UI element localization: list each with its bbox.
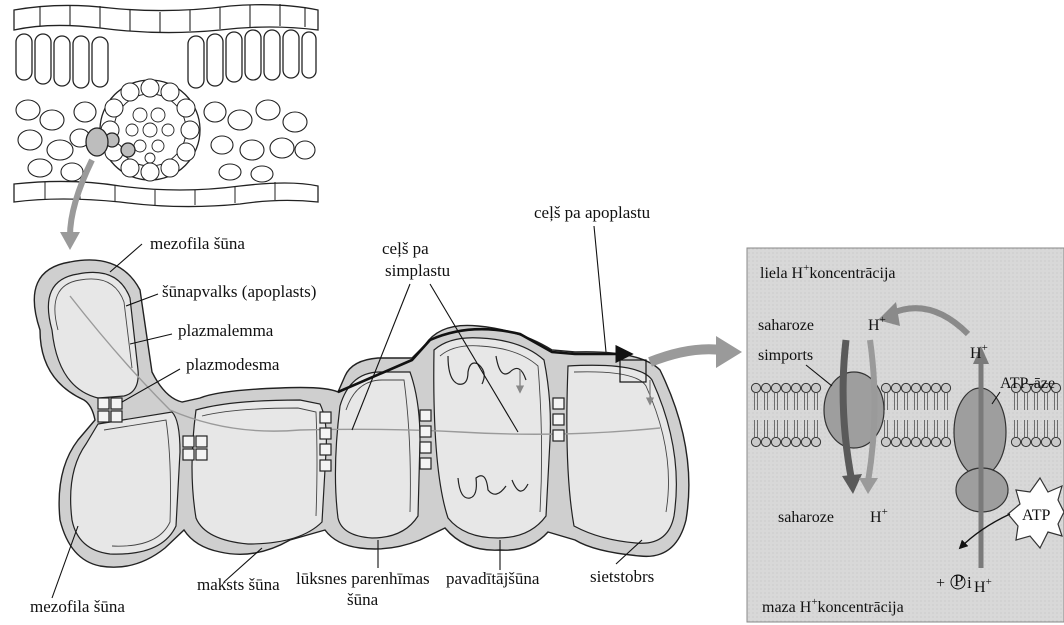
inset-high-conc: liela H+koncentrācija	[760, 262, 895, 282]
inset-low-conc: maza H+koncentrācija	[762, 596, 904, 616]
inset-phosphate-subscript: i	[967, 573, 972, 592]
leaf-cross-section	[12, 4, 320, 250]
label-phloem-parenchyma-1: lūksnes parenhīmas	[296, 569, 430, 588]
label-plasmalemma: plazmalemma	[178, 321, 274, 340]
cell-chain	[34, 260, 742, 567]
phloem-parenchyma-cell-body	[335, 372, 420, 538]
inset-phosphate: +	[936, 575, 945, 592]
label-mesophyll-cell-bottom: mezofila šūna	[30, 597, 125, 616]
label-companion-cell: pavadītājšūna	[446, 569, 540, 588]
label-mesophyll-cell-top: mezofila šūna	[150, 234, 245, 253]
label-bundle-sheath-cell: maksts šūna	[197, 575, 280, 594]
inset-phosphate-symbol: P	[954, 571, 963, 590]
label-symplast-route-1: ceļš pa	[382, 239, 429, 258]
label-symplast-route-2: simplastu	[385, 261, 451, 280]
bundle-sheath-cell-body	[192, 400, 326, 544]
membrane-inset: liela H+koncentrācija saharoze H+ simpor…	[747, 248, 1064, 622]
companion-cell-body	[434, 338, 551, 538]
inset-atp: ATP	[1022, 507, 1051, 524]
label-sieve-tube: sietstobrs	[590, 567, 654, 586]
label-apoplast-route: ceļš pa apoplastu	[534, 203, 651, 222]
inset-sucrose-top: saharoze	[758, 317, 814, 334]
inset-atpase: ATP-āze	[1000, 375, 1055, 392]
label-phloem-parenchyma-2: šūna	[347, 590, 379, 609]
vascular-bundle	[100, 79, 200, 181]
label-cell-wall: šūnapvalks (apoplasts)	[162, 282, 316, 301]
inset-symport: simports	[758, 347, 813, 364]
label-plasmodesma: plazmodesma	[186, 355, 280, 374]
inset-sucrose-bottom: saharoze	[778, 509, 834, 526]
